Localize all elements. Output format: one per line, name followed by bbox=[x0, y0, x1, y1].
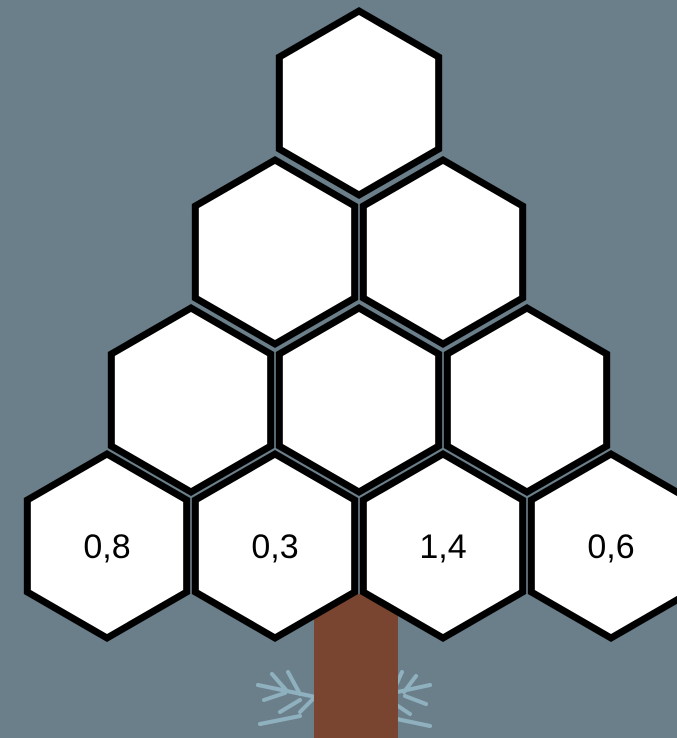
hex-cell-r1-c1 bbox=[275, 6, 443, 200]
hexagon-shape bbox=[527, 449, 677, 643]
hex-cell-r4-c4: 0,6 bbox=[527, 449, 677, 643]
hex-cell-r4-c2: 0,3 bbox=[191, 449, 359, 643]
hexagon-shape bbox=[191, 155, 359, 349]
hexagon-shape bbox=[443, 303, 611, 497]
hex-cell-r3-c2 bbox=[275, 303, 443, 497]
hexagon-shape bbox=[359, 155, 527, 349]
hexagon-shape bbox=[359, 449, 527, 643]
hex-value: 0,6 bbox=[587, 528, 634, 566]
hex-value: 0,3 bbox=[251, 528, 298, 566]
tree-trunk bbox=[314, 594, 398, 738]
hexagon-shape bbox=[191, 449, 359, 643]
hex-cell-r3-c3 bbox=[443, 303, 611, 497]
hex-cell-r4-c1: 0,8 bbox=[23, 449, 191, 643]
hex-pyramid: 0,8 0,3 1,4 0,6 bbox=[23, 6, 677, 643]
hex-cell-r2-c1 bbox=[191, 155, 359, 349]
hexagon-shape bbox=[107, 303, 275, 497]
hex-value: 1,4 bbox=[419, 528, 466, 566]
hex-cell-r4-c3: 1,4 bbox=[359, 449, 527, 643]
hex-cell-r3-c1 bbox=[107, 303, 275, 497]
hex-value: 0,8 bbox=[83, 528, 130, 566]
hexagon-shape bbox=[275, 303, 443, 497]
hexagon-shape bbox=[275, 6, 443, 200]
hexagon-shape bbox=[23, 449, 191, 643]
hex-cell-r2-c2 bbox=[359, 155, 527, 349]
